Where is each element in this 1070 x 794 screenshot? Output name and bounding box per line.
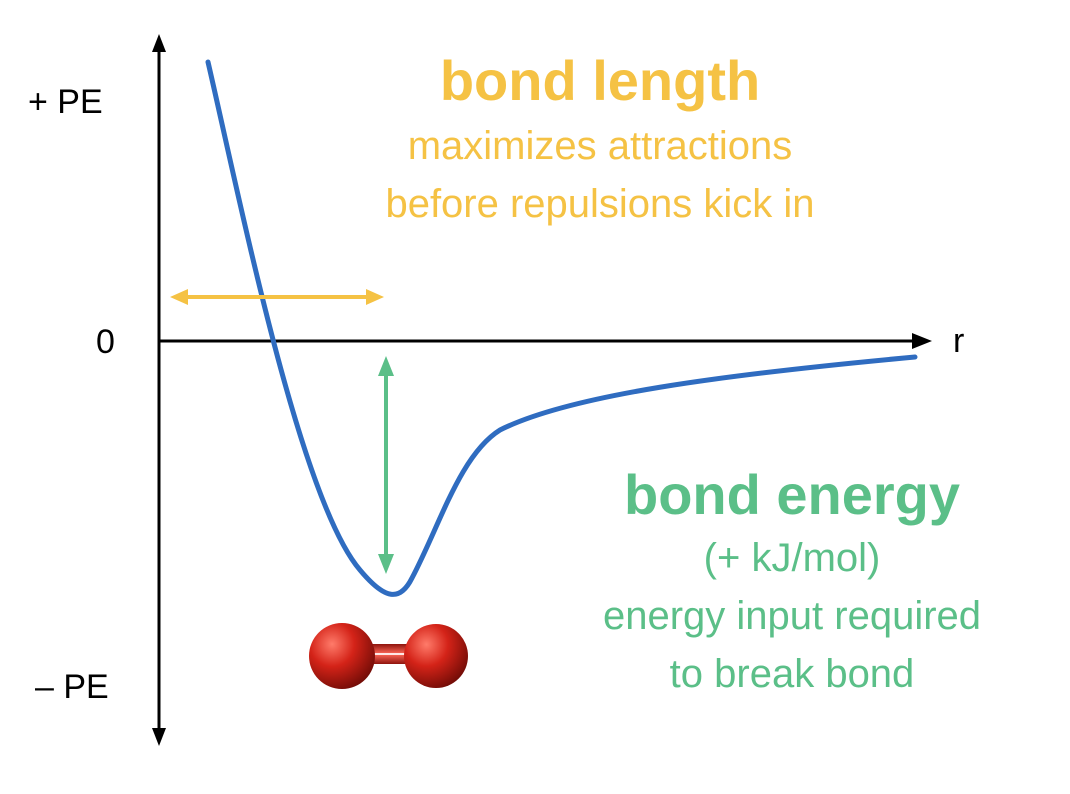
y-axis xyxy=(152,34,166,746)
diatomic-molecule-icon xyxy=(309,623,468,689)
potential-energy-curve xyxy=(205,59,918,597)
bond-energy-line-2: energy input required xyxy=(602,594,982,638)
y-axis-positive-label: + PE xyxy=(28,83,103,121)
x-axis-arrow xyxy=(912,333,932,349)
bond-length-line-1: maximizes attractions xyxy=(407,124,793,168)
bond-energy-title: bond energy xyxy=(623,463,961,526)
x-axis-label: r xyxy=(953,322,965,360)
bond-length-arrow xyxy=(170,289,384,305)
bond-energy-line-3: to break bond xyxy=(669,652,915,696)
atom-right xyxy=(404,624,468,688)
y-axis-negative-label: – PE xyxy=(35,668,109,706)
bond-length-title: bond length xyxy=(439,49,761,112)
bond-energy-line-1: (+ kJ/mol) xyxy=(703,536,881,580)
x-axis xyxy=(159,333,932,349)
y-axis-arrow-down xyxy=(152,728,166,746)
y-axis-arrow-up xyxy=(152,34,166,52)
bond-energy-arrow xyxy=(378,356,394,574)
bond-energy-annotation: bond energy (+ kJ/mol) energy input requ… xyxy=(603,462,981,703)
y-axis-zero-label: 0 xyxy=(96,323,115,361)
bond-length-annotation: bond length maximizes attractions before… xyxy=(385,48,814,233)
atom-left xyxy=(309,623,375,689)
bond-length-line-2: before repulsions kick in xyxy=(385,182,815,226)
